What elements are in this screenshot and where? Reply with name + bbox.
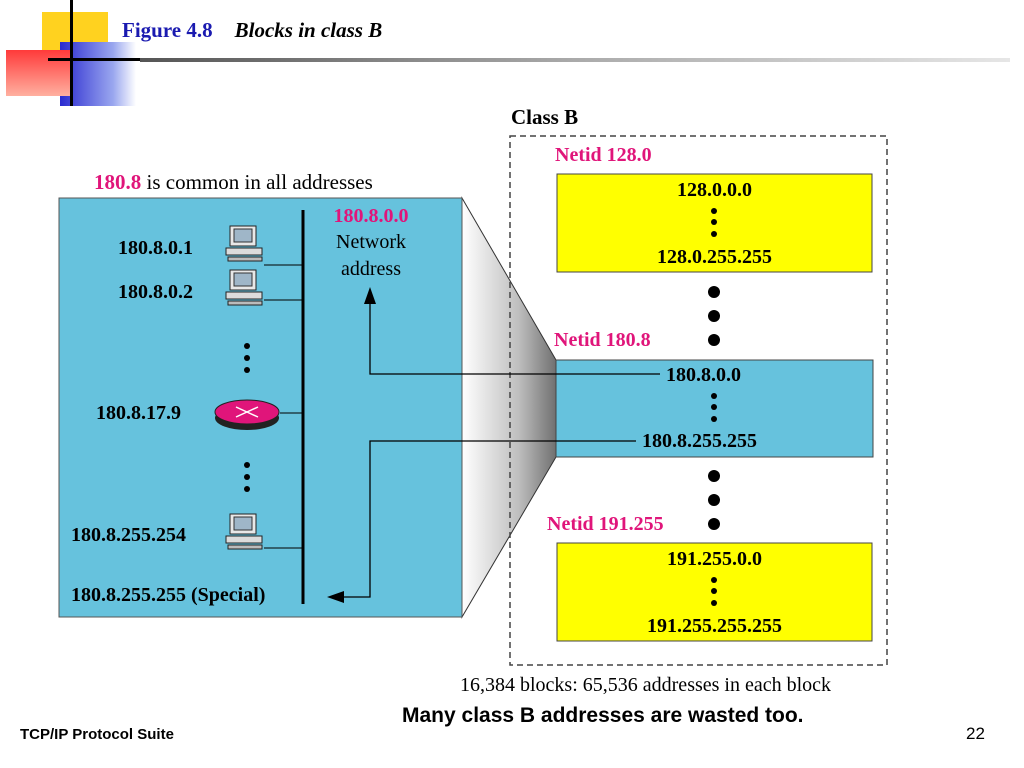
page-number: 22 [966,724,985,743]
class-title: Class B [511,105,579,129]
common-prefix: 180.8 [94,170,142,194]
block-first-address: 180.8.0.0 [666,364,741,386]
netid-label: Netid 180.8 [554,329,651,351]
footer-suite: TCP/IP Protocol Suite [20,726,174,743]
computer-icon [225,225,263,262]
host-address: 180.8.0.1 [118,237,193,259]
network-address-arrow [369,300,660,375]
special-address: 180.8.255.255 (Special) [71,584,266,606]
block-last-address: 180.8.255.255 [642,430,757,452]
figure-label: Figure 4.8 [122,18,213,42]
zoom-funnel [461,196,557,619]
netid-label: Netid 128.0 [555,144,652,166]
common-suffix: is common in all addresses [141,170,373,194]
netid-label: Netid 191.255 [547,513,664,535]
slide-note: Many class B addresses are wasted too. [402,704,804,727]
corner-decoration [0,0,140,110]
common-text: 180.8 is common in all addresses [94,170,373,195]
router-icon [214,399,280,430]
special-address-arrow [340,440,636,598]
block-first-address: 191.255.0.0 [667,548,762,570]
network-label-line1: Network [336,231,406,253]
block-first-address: 128.0.0.0 [677,179,752,201]
block-last-address: 191.255.255.255 [647,615,782,637]
host-address: 180.8.0.2 [118,281,193,303]
host-address: 180.8.255.254 [71,524,186,546]
network-label-line2: address [341,258,401,280]
header-rule [140,58,1010,62]
computer-icon [225,513,263,550]
computer-icon [225,269,263,306]
page-title: Figure 4.8 Blocks in class B [122,18,382,43]
block-last-address: 128.0.255.255 [657,246,772,268]
class-b-outline [509,135,888,666]
figure-caption: Blocks in class B [234,18,383,42]
blocks-summary: 16,384 blocks: 65,536 addresses in each … [460,674,832,696]
network-address-value: 180.8.0.0 [333,205,409,227]
router-address: 180.8.17.9 [96,402,181,424]
